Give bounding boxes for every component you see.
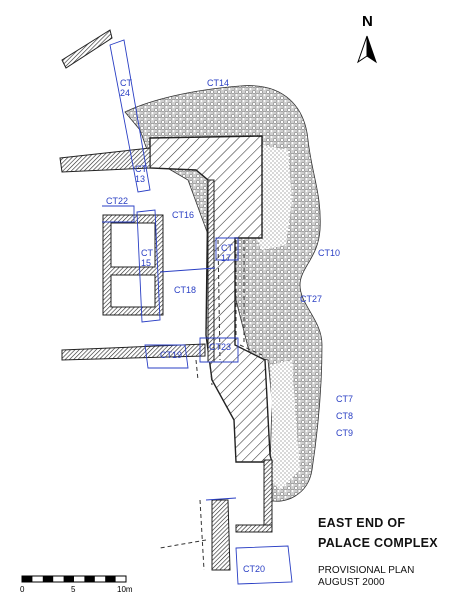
wall-north-diagonal [61, 29, 113, 69]
trench-label-ct19: CT19 [160, 350, 182, 360]
trench-label-ct22: CT22 [106, 196, 128, 206]
wall-bottom-left [211, 499, 231, 571]
subtitle-line-1: PROVISIONAL PLAN [318, 565, 414, 576]
trench-outlines [102, 39, 293, 585]
scale-tick-0: 0 [20, 585, 25, 594]
scale-bar: 0 5 10m [20, 575, 133, 594]
scale-tick-10m: 10m [117, 585, 133, 594]
title-line-2: PALACE COMPLEX [318, 536, 438, 550]
trench-label-ct14: CT14 [207, 78, 229, 88]
scale-tick-5: 5 [71, 585, 76, 594]
title-block: EAST END OF PALACE COMPLEX PROVISIONAL P… [318, 516, 438, 588]
title-line-1: EAST END OF [318, 516, 405, 530]
trench-label-ct16: CT16 [172, 210, 194, 220]
trench-label-ct10: CT10 [318, 248, 340, 258]
trench-label-ct23: CT23 [209, 342, 231, 352]
trench-label-ct27: CT27 [300, 294, 322, 304]
wall-long-south [207, 179, 215, 363]
trench-label-ct20: CT20 [243, 564, 265, 574]
trench-label-ct7: CT7 [336, 394, 353, 404]
north-arrow-icon [357, 35, 368, 64]
wall-bottom-right [263, 459, 273, 526]
north-arrow: N [357, 13, 377, 64]
wall-west [59, 147, 151, 173]
wall-south-west [61, 343, 206, 361]
north-letter: N [362, 13, 373, 30]
trench-label-ct18: CT18 [174, 285, 196, 295]
dashed-wall-lines [159, 239, 263, 571]
trench-label-ct9: CT9 [336, 428, 353, 438]
deposit-area [252, 145, 300, 490]
wall-bottom-foot [235, 524, 273, 533]
small-rooms [102, 214, 164, 316]
trench-label-ct8: CT8 [336, 411, 353, 421]
subtitle-line-2: AUGUST 2000 [318, 577, 385, 588]
